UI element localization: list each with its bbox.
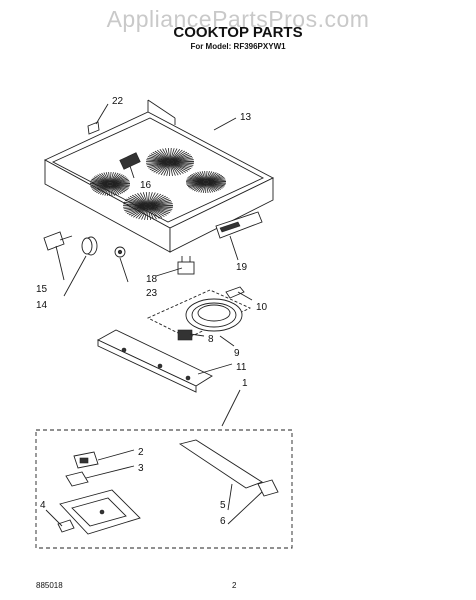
bracket-15 xyxy=(43,231,73,251)
callout-3: 3 xyxy=(138,463,144,474)
radiant-burners xyxy=(90,147,226,221)
callout-6: 6 xyxy=(220,516,226,527)
callout-16: 16 xyxy=(140,180,152,191)
callout-10: 10 xyxy=(256,302,268,313)
sub-assembly-box xyxy=(35,429,293,549)
callout-19: 19 xyxy=(236,262,248,273)
callout-15: 15 xyxy=(36,284,48,295)
callout-18: 18 xyxy=(146,274,158,285)
callout-14: 14 xyxy=(36,300,48,311)
callout-13: 13 xyxy=(240,112,252,123)
leader-lines xyxy=(45,103,263,527)
clip-10 xyxy=(225,286,245,299)
callout-labels: 22 13 16 15 14 19 18 23 10 8 9 11 1 2 3 … xyxy=(36,96,268,527)
bracket-22 xyxy=(87,121,100,135)
element-assembly xyxy=(146,289,252,341)
knob-14 xyxy=(81,236,98,256)
page-title: COOKTOP PARTS xyxy=(173,24,303,41)
callout-2: 2 xyxy=(138,447,144,458)
burner-2 xyxy=(186,170,226,194)
callout-8: 8 xyxy=(208,334,214,345)
support-bracket-11 xyxy=(97,329,213,393)
burner-3 xyxy=(90,171,130,197)
shield-19 xyxy=(215,211,263,239)
callout-22: 22 xyxy=(112,96,124,107)
callout-9: 9 xyxy=(234,348,240,359)
model-subtitle: For Model: RF396PXYW1 xyxy=(190,42,286,51)
screw-23 xyxy=(114,246,126,258)
indicator-lens xyxy=(119,152,141,170)
switch-18 xyxy=(177,256,195,275)
callout-23: 23 xyxy=(146,288,158,299)
footer-doc-number: 885018 xyxy=(36,581,63,590)
footer-page-number: 2 xyxy=(232,581,237,590)
burner-4 xyxy=(123,191,173,221)
callout-5: 5 xyxy=(220,500,226,511)
callout-4: 4 xyxy=(40,500,46,511)
cooktop-frame xyxy=(44,99,274,253)
watermark: AppliancePartsPros.com xyxy=(106,6,370,32)
callout-11: 11 xyxy=(236,362,247,373)
callout-1: 1 xyxy=(242,378,248,389)
burner-1 xyxy=(146,147,194,177)
